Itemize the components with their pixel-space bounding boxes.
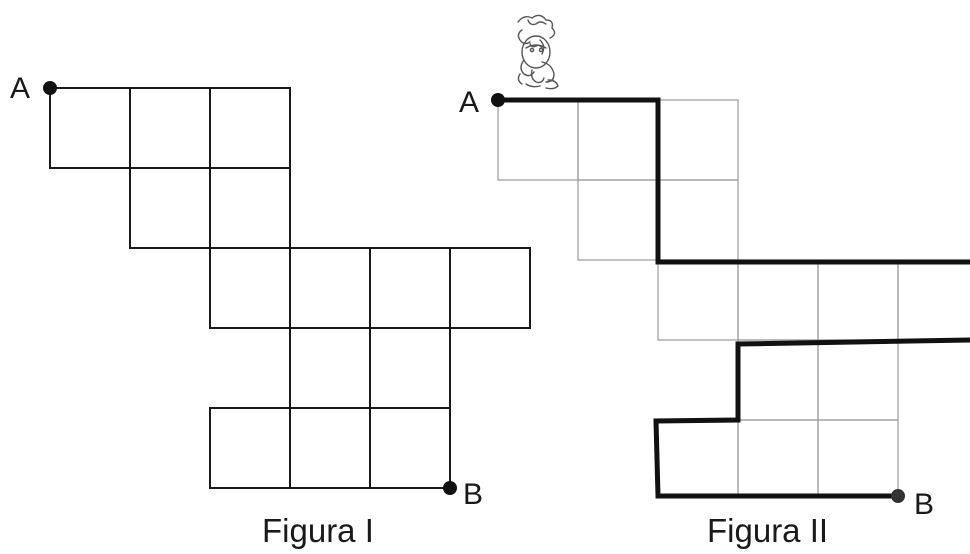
grid-cell (657, 99, 739, 181)
grid-cell (209, 87, 291, 169)
point-a-label: A (10, 72, 31, 105)
grid-cell (449, 247, 531, 329)
grid-cell (577, 99, 659, 181)
figure-2-grid (497, 99, 970, 497)
grid-cell (817, 259, 899, 341)
grid-cell (369, 327, 451, 409)
grid-cell (737, 419, 819, 497)
figure-1-grid (49, 87, 531, 489)
point-a-label: A (459, 86, 480, 119)
grid-cell (129, 167, 211, 249)
figure-2-caption: Figura II (707, 512, 829, 549)
grid-cell (129, 87, 211, 169)
grid-cell (49, 87, 131, 169)
cartoon-character-icon (517, 14, 559, 90)
grid-cell (897, 259, 970, 341)
grid-cell (497, 99, 579, 181)
grid-cell (657, 419, 739, 497)
point-a-dot (491, 93, 505, 107)
point-b-dot (443, 481, 457, 495)
point-b-label: B (914, 488, 935, 521)
grid-cell (577, 179, 659, 261)
grid-cell (657, 259, 739, 341)
grid-cell (737, 259, 819, 341)
point-b-label: B (463, 478, 484, 511)
grid-cell (209, 407, 291, 489)
bold-path (653, 337, 970, 499)
grid-cell (209, 167, 291, 249)
grid-cell (289, 327, 371, 409)
point-a-dot (43, 81, 57, 95)
grid-cell (737, 339, 819, 421)
grid-cell (657, 179, 739, 261)
grid-cell (289, 407, 371, 489)
grid-cell (289, 247, 371, 329)
grid-cell (817, 419, 899, 497)
grid-cell (209, 247, 291, 329)
grid-cell (817, 339, 899, 421)
figure-1-caption: Figura I (262, 512, 374, 549)
grid-cell (369, 407, 451, 489)
bold-path (498, 97, 970, 265)
grid-cell (369, 247, 451, 329)
point-b-dot (891, 489, 905, 503)
